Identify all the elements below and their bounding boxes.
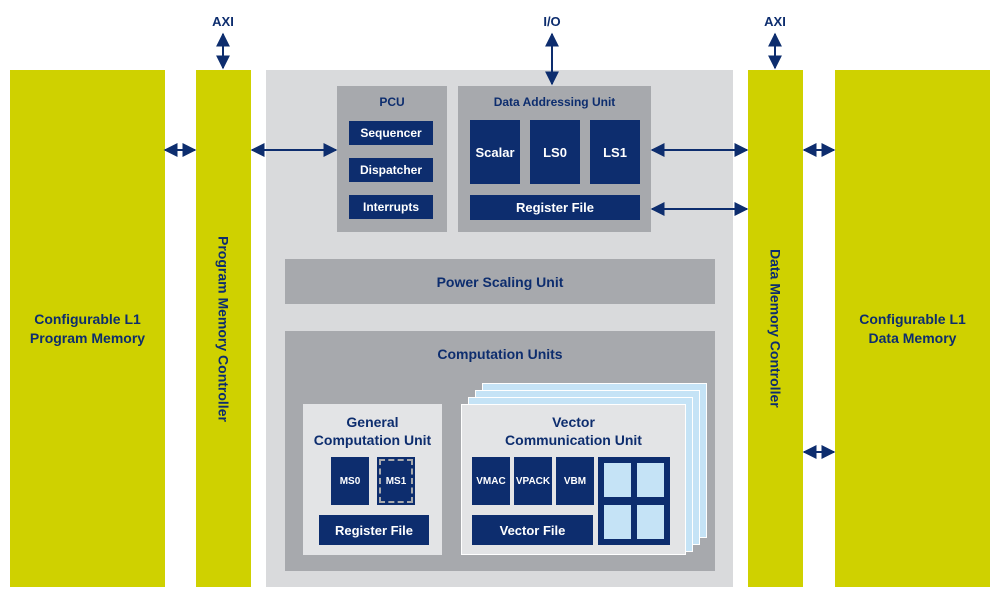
vector-title-line1: Vector: [552, 414, 595, 430]
power-scaling-unit: Power Scaling Unit: [285, 259, 715, 304]
dispatcher-box: Dispatcher: [349, 158, 433, 182]
pcu-title: PCU: [379, 95, 405, 109]
vector-file: Vector File: [472, 515, 593, 545]
general-title-line1: General: [346, 414, 399, 430]
gcu-register-file: Register File: [319, 515, 429, 545]
program-memory-controller-label: Program Memory Controller: [215, 235, 232, 422]
io-label: I/O: [543, 14, 561, 29]
ms0-box: MS0: [331, 457, 369, 505]
computation-units-title: Computation Units: [437, 346, 563, 362]
dau-title: Data Addressing Unit: [493, 95, 616, 109]
l1-data-memory: Configurable L1 Data Memory: [835, 70, 990, 587]
l1-program-memory-line1: Configurable L1: [34, 310, 141, 327]
l1-program-memory-line2: Program Memory: [29, 329, 146, 346]
ms1-box: MS1: [377, 457, 415, 505]
vector-register-cell: [637, 505, 664, 539]
data-memory-controller: Data Memory Controller: [748, 70, 803, 587]
axi-right-label: AXI: [764, 14, 786, 29]
interrupts-box: Interrupts: [349, 195, 433, 219]
vector-communication-unit-title: Vector Communication Unit: [461, 413, 686, 449]
vector-register-cell: [637, 463, 664, 497]
data-memory-controller-label: Data Memory Controller: [767, 249, 784, 408]
vector-register-cell: [604, 505, 631, 539]
vpack-box: VPACK: [514, 457, 552, 505]
sequencer-box: Sequencer: [349, 121, 433, 145]
vmac-box: VMAC: [472, 457, 510, 505]
l1-data-memory-line1: Configurable L1: [859, 310, 966, 327]
ls0-box: LS0: [530, 120, 580, 184]
l1-program-memory: Configurable L1 Program Memory: [10, 70, 165, 587]
vbm-box: VBM: [556, 457, 594, 505]
vector-register-cell: [604, 463, 631, 497]
program-memory-controller: Program Memory Controller: [196, 70, 251, 587]
l1-data-memory-line2: Data Memory: [868, 329, 957, 346]
general-computation-unit-title: General Computation Unit: [303, 413, 442, 449]
dau-register-file: Register File: [470, 195, 640, 220]
scalar-box: Scalar: [470, 120, 520, 184]
vector-register-grid: [598, 457, 670, 545]
vector-title-line2: Communication Unit: [505, 432, 642, 448]
ls1-box: LS1: [590, 120, 640, 184]
general-title-line2: Computation Unit: [313, 432, 432, 448]
axi-left-label: AXI: [212, 14, 234, 29]
